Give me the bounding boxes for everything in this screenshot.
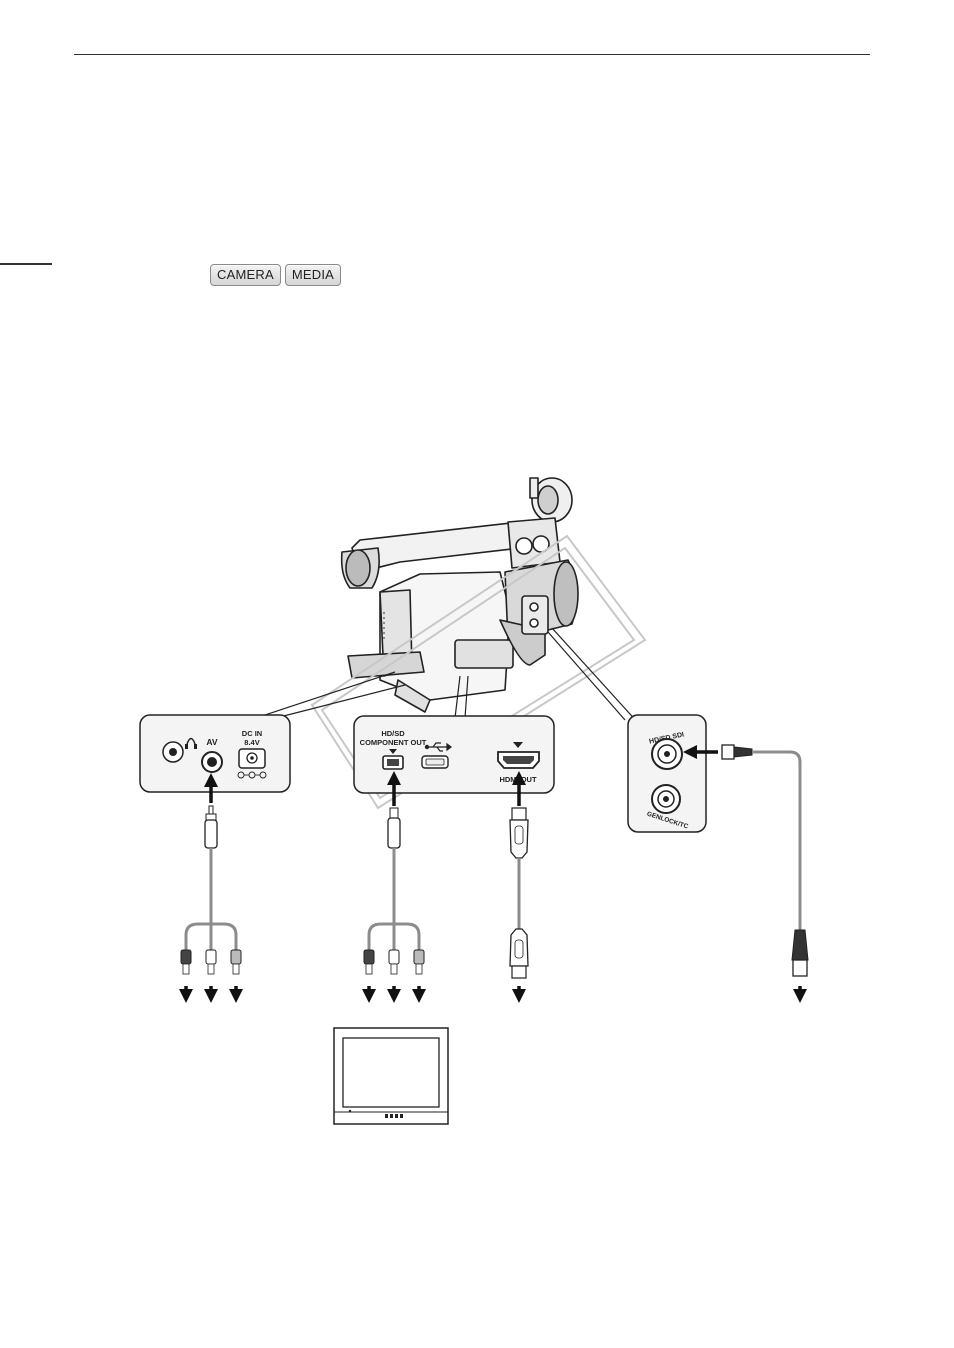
left-connector-panel: AV DC IN 8.4V: [140, 715, 290, 792]
av-plug-white: [206, 950, 216, 964]
right-connector-panel: HD/SD SDI GENLOCK/TC: [628, 715, 706, 832]
component-plug-grey: [414, 950, 424, 964]
monitor-illustration: [334, 1028, 448, 1124]
component-cable: [364, 778, 424, 996]
component-plug-white: [389, 950, 399, 964]
av-cable: [181, 780, 241, 996]
sdi-cable: [690, 745, 808, 996]
callout-line-right-1: [548, 632, 625, 720]
component-plug-black: [364, 950, 374, 964]
center-connector-panel: HD/SD COMPONENT OUT HDMI OUT: [354, 716, 554, 793]
av-plug: [205, 820, 217, 848]
callout-line-left-1: [250, 672, 395, 720]
hdsd-label: HD/SD: [381, 729, 405, 738]
dc-in-label: DC IN: [242, 729, 262, 738]
component-out-label: COMPONENT OUT: [360, 738, 427, 747]
bnc-plug-bottom: [792, 930, 808, 960]
av-plug-grey: [231, 950, 241, 964]
callout-line-left-2: [268, 685, 405, 720]
av-label: AV: [206, 737, 218, 747]
av-plug-black: [181, 950, 191, 964]
callout-line-right-2: [552, 628, 640, 725]
hdmi-cable: [510, 778, 528, 996]
bnc-plug-top: [722, 745, 734, 759]
dc-voltage-label: 8.4V: [244, 738, 259, 747]
hdmi-plug-bottom: [510, 929, 528, 966]
component-plug: [388, 818, 400, 848]
